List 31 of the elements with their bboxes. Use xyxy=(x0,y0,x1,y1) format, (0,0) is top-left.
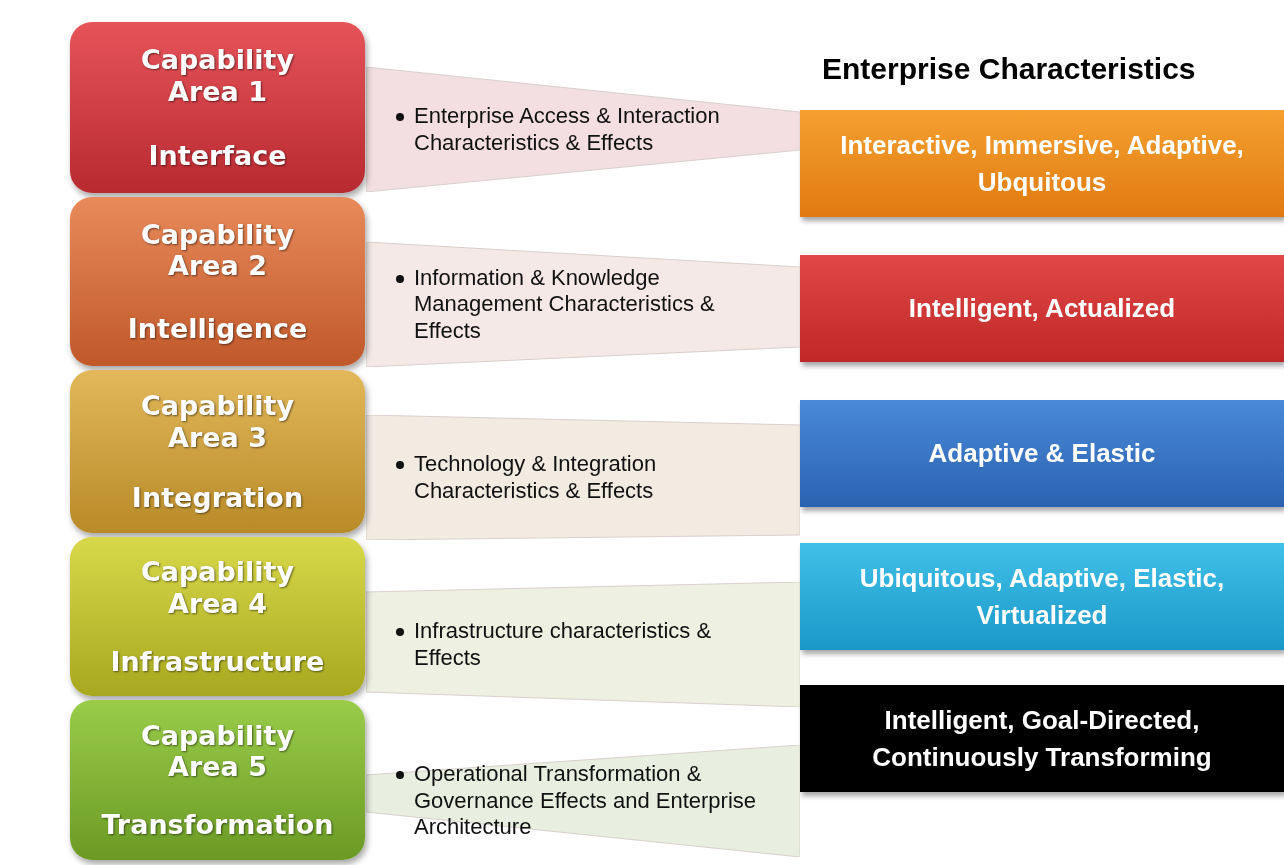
description-text: Operational Transformation & Governance Effects and Enterprise Architecture xyxy=(414,761,757,841)
heading: Enterprise Characteristics xyxy=(822,52,1196,86)
capability-area-box xyxy=(70,537,365,696)
characteristic-box: Intelligent, Goal-Directed, Continuously Transforming xyxy=(800,685,1284,792)
area-title: Capability Area 5 xyxy=(139,719,296,782)
area-title: Capability Area 4 xyxy=(139,556,296,619)
description-panel xyxy=(366,415,800,540)
area-name: Integration xyxy=(130,481,305,513)
characteristic-box: Intelligent, Actualized xyxy=(800,255,1284,362)
description-text: Information & Knowledge Management Characteristics & Effects xyxy=(414,264,716,345)
description-panel xyxy=(366,242,800,367)
description-panel xyxy=(366,745,800,857)
characteristic-box: Adaptive & Elastic xyxy=(800,400,1284,507)
area-name: Transformation xyxy=(100,809,335,841)
capability-area-box xyxy=(70,370,365,533)
description-text: Infrastructure characteristics & Effects xyxy=(414,618,713,671)
area-name: Infrastructure xyxy=(109,645,326,677)
area-title: Capability Area 2 xyxy=(139,218,296,282)
area-title: Capability Area 3 xyxy=(139,390,296,453)
description-text: Technology & Integration Characteristics & Effects xyxy=(414,451,658,504)
description-text: Enterprise Access & Interaction Characteristics & Effects xyxy=(414,103,721,156)
description-panel xyxy=(366,67,800,192)
capability-area-box xyxy=(70,700,365,860)
characteristic-box: Interactive, Immersive, Adaptive, Ubquitous xyxy=(800,110,1284,217)
capability-area-box xyxy=(70,22,365,193)
area-name: Intelligence xyxy=(126,313,309,344)
area-title: Capability Area 1 xyxy=(139,44,296,107)
area-name: Interface xyxy=(147,139,288,171)
description-panel xyxy=(366,582,800,707)
characteristic-box: Ubiquitous, Adaptive, Elastic, Virtualized xyxy=(800,543,1284,650)
capability-area-box xyxy=(70,197,365,366)
